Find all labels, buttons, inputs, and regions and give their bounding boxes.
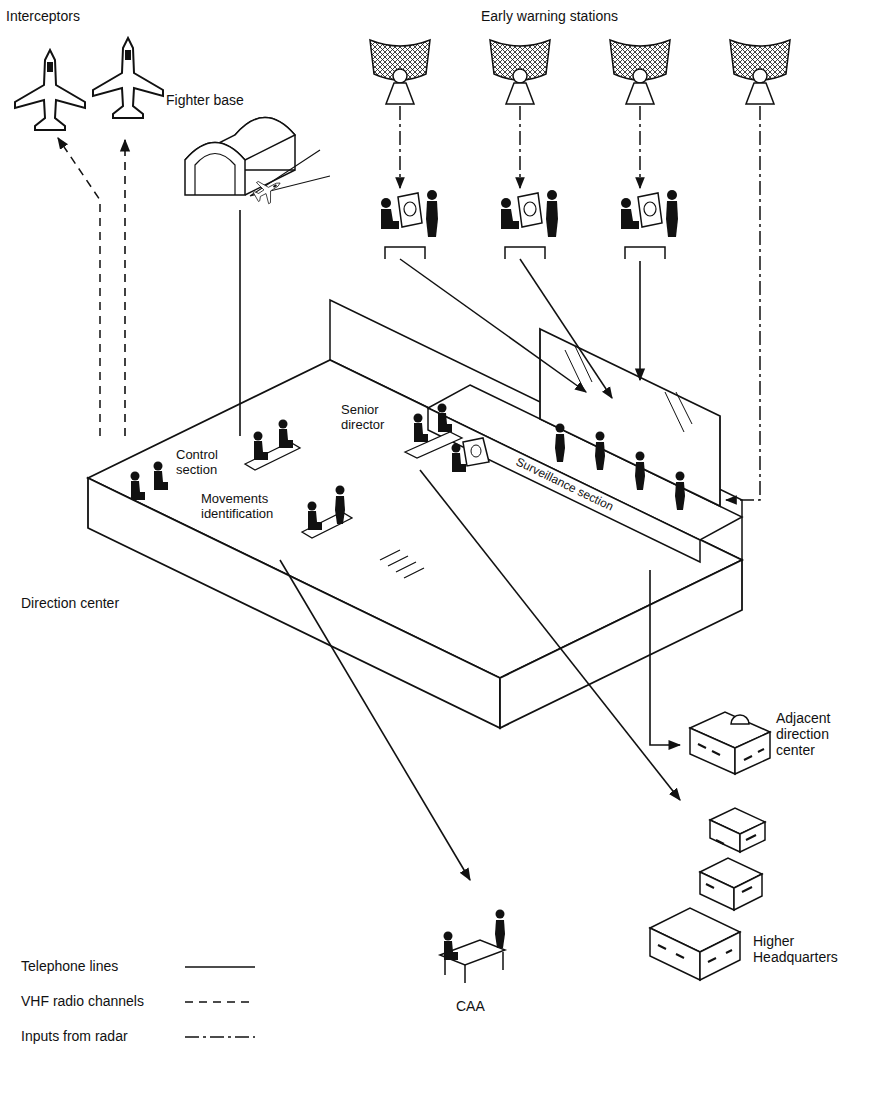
- seated-figure: [279, 420, 294, 449]
- node-label: Surveillance section: [512, 455, 616, 515]
- board-glare: [565, 346, 692, 432]
- node-label: Fighter base: [165, 92, 245, 108]
- building-front: [700, 872, 734, 910]
- telephone-line: [520, 259, 612, 398]
- node-label: Interceptors: [5, 8, 81, 24]
- seated-figure: [452, 444, 467, 473]
- interceptors-group: Interceptors: [5, 8, 165, 140]
- node-label: Adjacent direction center: [775, 710, 857, 758]
- radar-operators: [381, 190, 438, 259]
- node-label: Early warning stations: [480, 8, 619, 24]
- connector: [639, 261, 641, 380]
- desk: [405, 432, 462, 458]
- seated-figure: [308, 502, 323, 531]
- interceptor-plane: [15, 50, 85, 130]
- building-windows: [698, 744, 764, 760]
- connector: [124, 140, 126, 436]
- radar-input-line: [639, 106, 641, 188]
- legend-line-sample: [185, 1001, 255, 1003]
- building-side: [700, 932, 740, 980]
- seated-figure: [444, 932, 459, 961]
- seated-figure: [254, 432, 269, 461]
- parked-plane: [250, 172, 286, 207]
- node-label: Direction center: [20, 595, 120, 611]
- surveillance-section: Surveillance section: [420, 380, 745, 570]
- building-front: [710, 820, 740, 852]
- seated-figure: [131, 472, 146, 501]
- node-label: Senior director: [340, 403, 402, 433]
- legend-label: Inputs from radar: [20, 1028, 129, 1044]
- hangar-door: [195, 154, 235, 196]
- fighter-base-group: Fighter base: [160, 88, 310, 210]
- radar-dish: [730, 40, 790, 104]
- plotter-figure: [635, 452, 645, 491]
- legend-label: Telephone lines: [20, 958, 119, 974]
- radar-operators: [501, 190, 558, 259]
- hangar-front: [185, 143, 245, 196]
- radar-operators: [621, 190, 678, 259]
- node-label: Movements identification: [200, 492, 294, 522]
- radar-dish: [370, 40, 430, 104]
- legend-label: VHF radio channels: [20, 993, 145, 1009]
- control-section: Control section: [110, 436, 300, 486]
- seated-figure: [414, 414, 429, 443]
- node-label: CAA: [455, 998, 486, 1014]
- standing-figure: [495, 910, 505, 949]
- connector: [420, 470, 680, 800]
- radar-input-line: [519, 106, 521, 188]
- node-label: Control section: [175, 448, 232, 478]
- connector: [239, 210, 241, 436]
- building-windows: [658, 835, 756, 962]
- senior-director: Senior director: [320, 395, 460, 470]
- vhf-line: [58, 138, 100, 436]
- direction-center-region: Direction center Surveillance section Seni…: [15, 340, 750, 625]
- seated-figure: [438, 404, 453, 433]
- early-warning-group: Early warning stations: [360, 5, 800, 261]
- radar-input-line: [726, 106, 760, 500]
- standing-figure: [335, 486, 345, 525]
- higher-headquarters: Higher Headquarters: [640, 800, 865, 1000]
- floor-side: [500, 560, 742, 728]
- building-side: [735, 732, 770, 774]
- stairs: [380, 550, 424, 578]
- legend-line-sample: [185, 1036, 255, 1038]
- legend-line-sample: [185, 966, 255, 968]
- interceptor-plane: [93, 38, 163, 118]
- radar-dome: [731, 715, 749, 724]
- radar-dish: [490, 40, 550, 104]
- connector: [280, 560, 470, 880]
- telephone-line: [400, 259, 586, 392]
- plotter-figure: [595, 432, 605, 471]
- connector: [650, 570, 680, 745]
- plotter-figure: [555, 424, 565, 463]
- caa-station: CAA: [420, 880, 540, 1020]
- floor-front: [88, 478, 500, 728]
- scope-console: [463, 438, 489, 466]
- radar-input-line: [399, 106, 401, 188]
- runway: [250, 150, 330, 196]
- radar-dish: [610, 40, 670, 104]
- node-label: Higher Headquarters: [752, 933, 862, 965]
- building-side: [734, 874, 762, 910]
- adjacent-direction-center: Adjacent direction center: [680, 700, 865, 790]
- seated-figure: [154, 462, 169, 491]
- plotter-figure: [675, 472, 685, 511]
- movements-identification: Movements identification: [150, 488, 340, 560]
- building-front: [650, 928, 700, 980]
